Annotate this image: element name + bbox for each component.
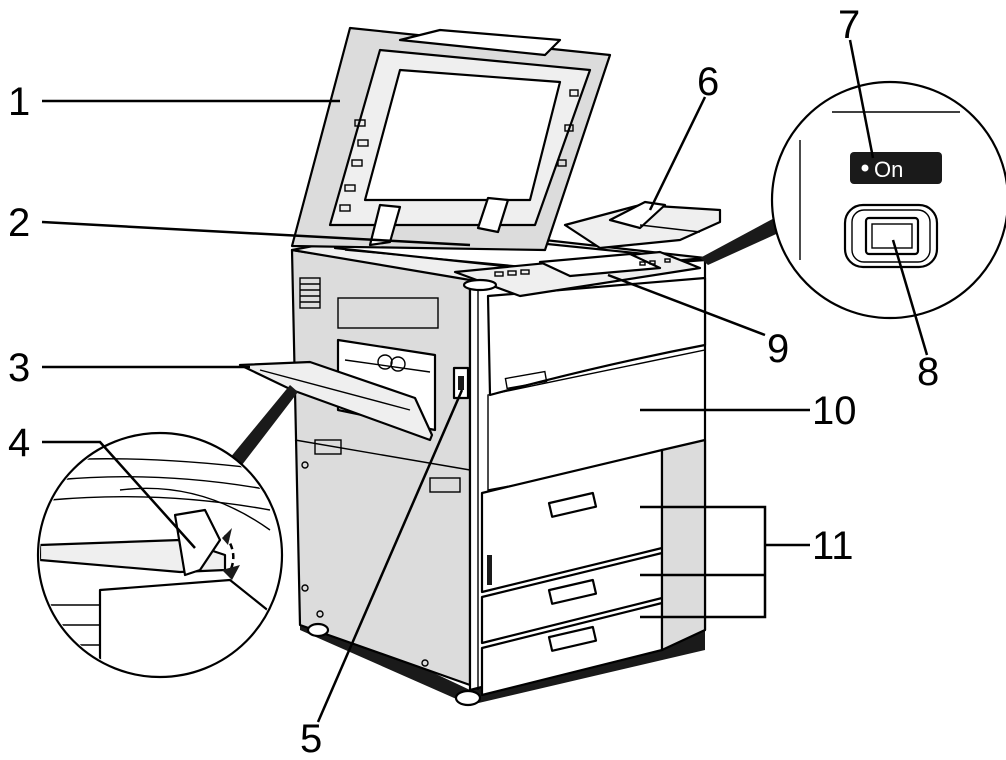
callout-11: 11 [812, 524, 854, 568]
power-indicator [850, 152, 942, 184]
right-side-strip [660, 438, 707, 652]
callout-4: 4 [8, 421, 30, 465]
callout-9: 9 [767, 327, 789, 371]
callout-1: 1 [8, 80, 30, 124]
side-door-edge [294, 439, 471, 471]
callout-2: 2 [8, 201, 30, 245]
adf-hinge-details [339, 89, 579, 212]
callout-3: 3 [8, 346, 30, 390]
callout-7: 7 [838, 3, 860, 47]
left-side-panel [290, 248, 472, 687]
adf-hinge-right [476, 196, 510, 234]
leader-lines [41, 39, 929, 723]
adf-top-tray [398, 28, 562, 57]
caster-left [306, 622, 330, 638]
callout-5: 5 [300, 717, 322, 760]
control-panel-display [538, 252, 662, 278]
caster-front [454, 689, 482, 707]
operation-switch[interactable] [864, 216, 920, 256]
zoom-cone-left [220, 385, 298, 478]
adf-hinge-left [368, 203, 402, 247]
power-indicator-label: On [874, 157, 903, 182]
zoom-cone-right [700, 215, 785, 265]
front-cover[interactable] [486, 276, 707, 397]
callout-6: 6 [697, 60, 719, 104]
zoom-circle-right [770, 80, 1006, 320]
control-keys [494, 258, 671, 277]
side-vents [299, 277, 439, 329]
adf-cover-pad [363, 68, 562, 202]
callout-10: 10 [812, 389, 857, 433]
callout-8: 8 [917, 350, 939, 394]
side-handle-upper [314, 439, 342, 455]
side-handle-lower [429, 477, 461, 493]
panel-dial [462, 278, 498, 292]
